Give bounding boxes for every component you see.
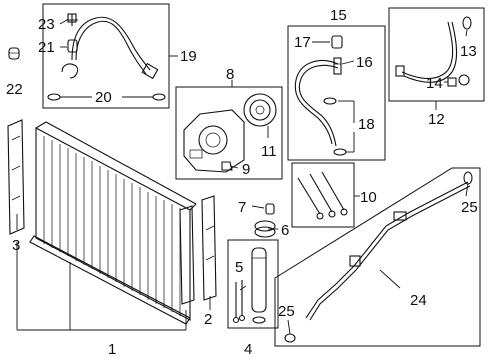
leader-25b <box>287 319 291 335</box>
drier-4-drawing <box>251 247 267 324</box>
callout-10: 10 <box>360 189 377 206</box>
bolt-9-drawing <box>221 161 233 171</box>
callout-7: 7 <box>238 199 246 216</box>
callout-16: 16 <box>356 54 373 71</box>
leader-5 <box>239 285 247 291</box>
leader-23 <box>59 19 68 25</box>
compressor-drawing <box>183 109 245 173</box>
bolts-10-drawing <box>297 171 348 220</box>
callout-21: 21 <box>38 39 55 56</box>
left-bracket-drawing <box>7 119 25 235</box>
leader-24 <box>379 269 401 289</box>
callout-22: 22 <box>6 81 23 98</box>
leader-16 <box>341 60 355 65</box>
right-bracket-drawing <box>179 195 217 305</box>
callout-25-lower: 25 <box>278 303 295 320</box>
cap-17-drawing <box>331 35 343 49</box>
cap-21-drawing <box>67 39 78 53</box>
callout-14: 14 <box>426 75 443 92</box>
valve-14-drawing <box>447 74 470 87</box>
valve-16-drawing <box>333 57 342 75</box>
leader-13 <box>465 29 468 37</box>
callout-17: 17 <box>294 34 311 51</box>
callout-19: 19 <box>180 48 197 65</box>
oring-13-drawing <box>462 16 472 30</box>
valve-23-drawing <box>66 13 78 26</box>
callout-1: 1 <box>108 341 116 358</box>
callout-8: 8 <box>226 66 234 83</box>
line-24-drawing <box>284 171 473 343</box>
callout-3: 3 <box>12 237 20 254</box>
callout-11: 11 <box>261 143 277 160</box>
group-box-4 <box>227 239 279 329</box>
callout-20: 20 <box>95 89 112 106</box>
leader-9 <box>229 165 239 169</box>
hose-19-drawing <box>47 16 166 101</box>
callout-5: 5 <box>235 259 243 276</box>
callout-23: 23 <box>38 16 55 33</box>
callout-6: 6 <box>281 222 289 239</box>
hose-15-drawing <box>294 60 347 156</box>
line-12-drawing <box>395 21 458 83</box>
callout-18: 18 <box>358 116 375 133</box>
callout-15: 15 <box>330 7 347 24</box>
callout-12: 12 <box>428 111 445 128</box>
callout-13: 13 <box>460 43 477 60</box>
callout-4: 4 <box>244 341 252 358</box>
callout-25-upper: 25 <box>461 199 478 216</box>
cap-7-drawing <box>265 203 275 215</box>
leader-7 <box>251 205 265 209</box>
group-box-24 <box>274 167 481 347</box>
clutch-pulley-11-drawing <box>243 93 277 127</box>
group-box-8 <box>175 86 283 180</box>
cap-22-drawing <box>8 47 20 60</box>
bolts-5-drawing <box>232 280 246 324</box>
group-box-15 <box>287 25 386 161</box>
group-box-12 <box>388 7 485 102</box>
group-box-10 <box>291 162 355 228</box>
callout-9: 9 <box>242 161 250 178</box>
callout-2: 2 <box>204 311 212 328</box>
leader-25a <box>465 183 469 197</box>
callout-24: 24 <box>410 292 427 309</box>
condenser-drawing <box>29 121 197 325</box>
plug-6-drawing <box>254 220 276 238</box>
